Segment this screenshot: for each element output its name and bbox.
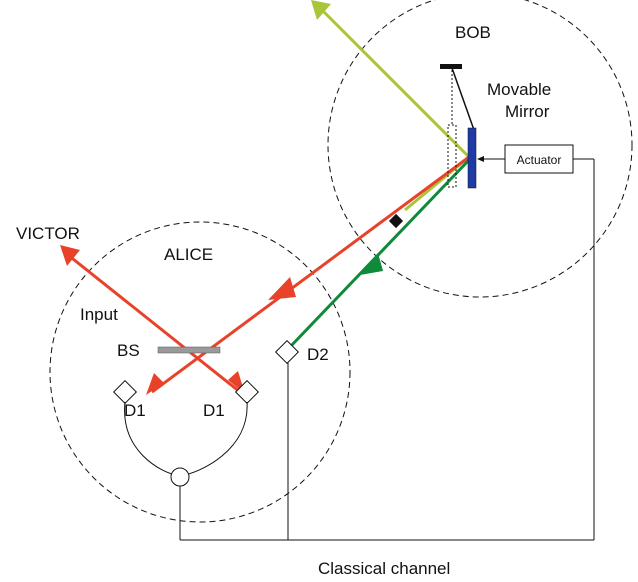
beam-splitter — [157, 346, 221, 354]
d1-left-detector — [112, 379, 138, 405]
victor-label: VICTOR — [16, 224, 80, 243]
bob-label: BOB — [455, 23, 491, 42]
d2-label: D2 — [307, 345, 329, 364]
bob-region — [327, 0, 633, 298]
green-beam — [288, 158, 471, 349]
actuator-box — [504, 144, 574, 174]
classical-channel-label: Classical channel — [318, 559, 450, 578]
d2-detector — [274, 339, 300, 365]
alice-region — [49, 221, 351, 523]
red-beam-input — [67, 253, 241, 394]
input-label: Input — [80, 305, 118, 324]
d1-left-label: D1 — [124, 401, 146, 420]
movable-mirror-label-2: Mirror — [505, 102, 550, 121]
movable-mirror-label-1: Movable — [487, 80, 551, 99]
victor-source-icon — [60, 245, 80, 266]
green-beam-arrow-icon — [360, 253, 383, 275]
d1-right-label: D1 — [203, 401, 225, 420]
red-beam-arrow-icon — [268, 277, 296, 300]
alice-label: ALICE — [164, 245, 213, 264]
actuator-arrow-icon — [477, 156, 484, 162]
bs-label: BS — [117, 341, 140, 360]
filter-diamond-icon — [388, 213, 404, 229]
yellow-green-beam-source-icon — [311, 0, 331, 20]
red-arrow-d1-left-icon — [146, 373, 164, 395]
yellow-green-beam — [320, 8, 471, 159]
mirror-suspension — [451, 67, 475, 131]
coincidence-circle — [170, 467, 190, 487]
d1-right-detector — [234, 379, 260, 405]
actuator-label: Actuator — [517, 153, 562, 167]
mirror-original-position — [447, 124, 457, 188]
movable-mirror — [467, 127, 477, 189]
mirror-pivot — [440, 64, 462, 69]
